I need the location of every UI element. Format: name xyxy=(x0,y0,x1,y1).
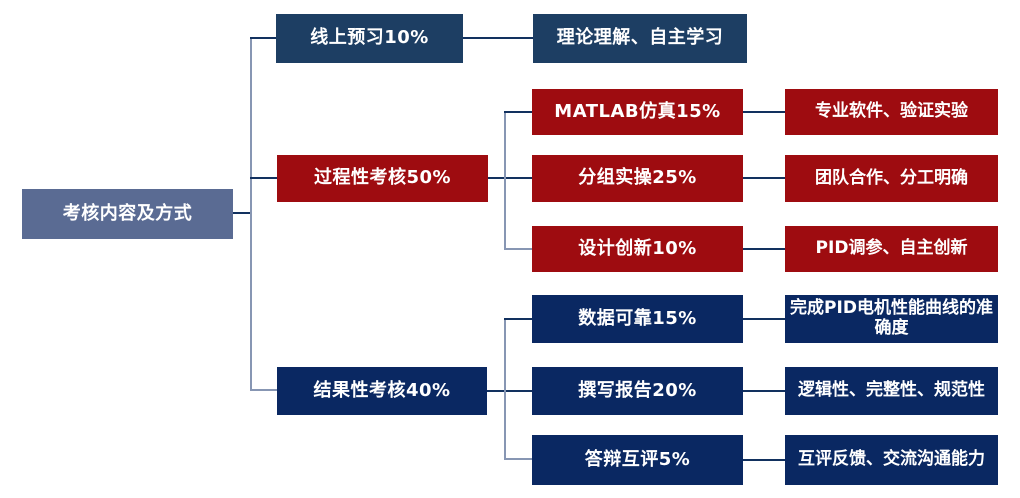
connector-online-desc xyxy=(463,37,533,39)
node-matlab-simulation-desc: 专业软件、验证实验 xyxy=(785,89,998,135)
connector-design-desc xyxy=(743,248,785,250)
connector-branch-process xyxy=(250,177,278,179)
connector-defense-desc xyxy=(743,459,785,461)
node-write-report: 撰写报告20% xyxy=(532,367,743,415)
node-defense-peer-review: 答辩互评5% xyxy=(532,435,743,485)
connector-process-child3 xyxy=(504,248,533,250)
connector-process-child1 xyxy=(504,111,533,113)
connector-matlab-desc xyxy=(743,111,785,113)
node-write-report-desc: 逻辑性、完整性、规范性 xyxy=(785,367,998,415)
connector-group-desc xyxy=(743,177,785,179)
connector-branch-online xyxy=(250,37,277,39)
connector-branch-result xyxy=(250,389,278,391)
node-online-preview: 线上预习10% xyxy=(276,14,463,63)
connector-result-child1 xyxy=(504,318,533,320)
node-reliable-data-desc: 完成PID电机性能曲线的准确度 xyxy=(785,295,998,343)
node-reliable-data: 数据可靠15% xyxy=(532,295,743,343)
connector-level1-trunk xyxy=(250,38,252,391)
node-process-assessment: 过程性考核50% xyxy=(277,155,488,202)
connector-process-trunk xyxy=(504,111,506,250)
node-design-innovation: 设计创新10% xyxy=(532,226,743,272)
node-group-practice-desc: 团队合作、分工明确 xyxy=(785,155,998,202)
node-design-innovation-desc: PID调参、自主创新 xyxy=(785,226,998,272)
node-online-preview-desc: 理论理解、自主学习 xyxy=(533,14,747,63)
connector-root-horizontal xyxy=(233,212,251,214)
connector-report-desc xyxy=(743,390,785,392)
node-root-assessment: 考核内容及方式 xyxy=(22,189,233,239)
connector-result-parent xyxy=(487,390,533,392)
connector-reliable-desc xyxy=(743,318,785,320)
node-result-assessment: 结果性考核40% xyxy=(277,367,487,415)
node-group-practice: 分组实操25% xyxy=(532,155,743,202)
connector-process-parent xyxy=(488,177,533,179)
node-defense-peer-review-desc: 互评反馈、交流沟通能力 xyxy=(785,435,998,485)
node-matlab-simulation: MATLAB仿真15% xyxy=(532,89,743,135)
connector-result-child3 xyxy=(504,458,533,460)
connector-result-trunk xyxy=(504,318,506,460)
